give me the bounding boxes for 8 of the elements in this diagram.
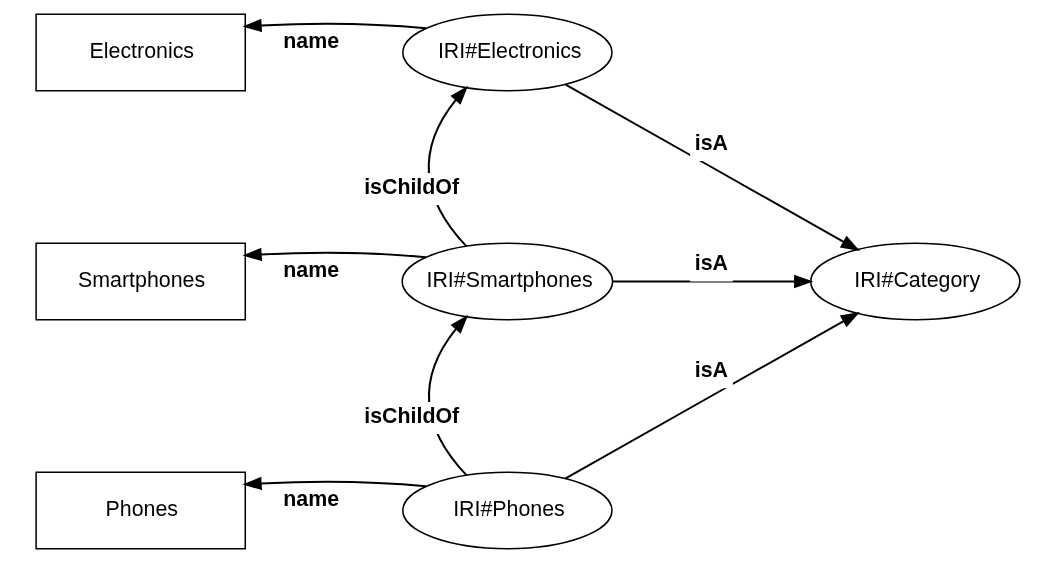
edge-label: name	[282, 28, 339, 53]
edge-label: isChildOf	[363, 403, 459, 428]
edge-label: isA	[694, 358, 728, 383]
edge-label: name	[282, 486, 339, 511]
edge-label: isChildOf	[363, 174, 459, 199]
edge-label: isA	[694, 251, 728, 276]
edge-label: isA	[694, 130, 728, 155]
edge-label: name	[282, 257, 339, 282]
